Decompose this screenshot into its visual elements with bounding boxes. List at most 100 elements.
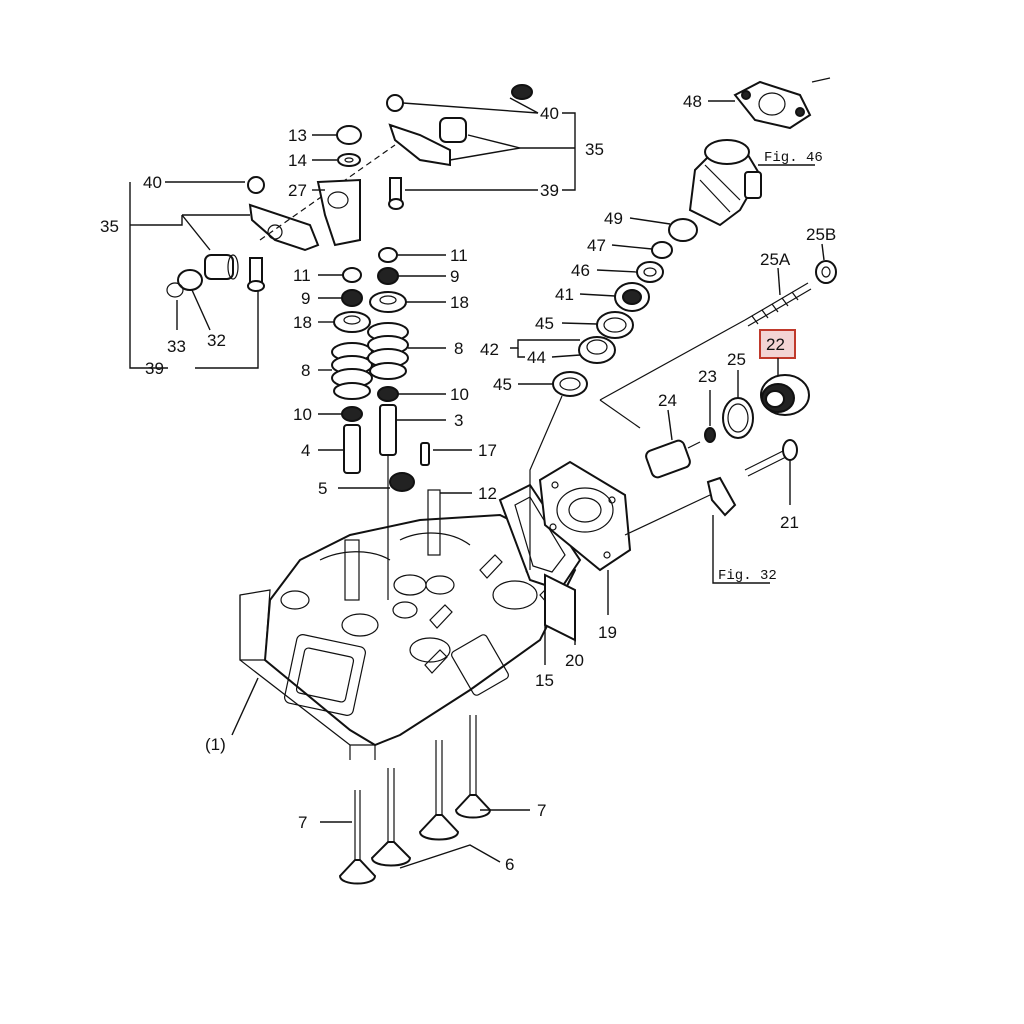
label-p48: 48 <box>683 92 702 111</box>
valve-cap-11-right[interactable] <box>378 247 398 263</box>
nozzle-41[interactable] <box>614 282 650 312</box>
bolt-21[interactable] <box>744 439 798 477</box>
nut-25b[interactable] <box>815 260 837 284</box>
washer-14[interactable] <box>337 153 361 167</box>
label-p20: 20 <box>565 651 584 670</box>
gasket-20[interactable] <box>544 573 576 642</box>
seat-10-left[interactable] <box>341 406 363 422</box>
bush-32[interactable] <box>204 254 239 280</box>
label-p14: 14 <box>288 151 307 170</box>
label-p5: 5 <box>318 479 327 498</box>
label-fig46: Fig. 46 <box>764 150 823 166</box>
label-p7a: 7 <box>298 813 307 832</box>
valve-7-left[interactable] <box>338 790 377 885</box>
stud-25a[interactable] <box>744 282 812 327</box>
label-p33: 33 <box>167 337 186 356</box>
label-p25b: 25B <box>806 225 836 244</box>
label-p41: 41 <box>555 285 574 304</box>
label-fig32: Fig. 32 <box>718 568 777 584</box>
label-p23: 23 <box>698 367 717 386</box>
valve-cap-11-left[interactable] <box>342 267 362 283</box>
part-22-highlight[interactable] <box>759 329 796 359</box>
label-p17: 17 <box>478 441 497 460</box>
valve-spring-8-left[interactable] <box>331 342 373 400</box>
valve-spring-8-right[interactable] <box>367 322 409 380</box>
cylinder-head[interactable] <box>239 489 577 760</box>
seat-10-right[interactable] <box>377 386 399 402</box>
spring-33[interactable] <box>166 269 203 298</box>
label-p10a: 10 <box>293 405 312 424</box>
label-p4: 4 <box>301 441 310 460</box>
label-p40b: 40 <box>540 104 559 123</box>
seal-5[interactable] <box>389 472 415 492</box>
rocker-support-27[interactable] <box>316 178 361 247</box>
washer-47[interactable] <box>651 241 673 259</box>
label-p46: 46 <box>571 261 590 280</box>
label-p39b: 39 <box>540 181 559 200</box>
label-p39a: 39 <box>145 359 164 378</box>
label-p27: 27 <box>288 181 307 200</box>
label-p44: 44 <box>527 348 546 367</box>
label-p18b: 18 <box>450 293 469 312</box>
label-p47: 47 <box>587 236 606 255</box>
label-p42: 42 <box>480 340 499 359</box>
label-p6: 6 <box>505 855 514 874</box>
valve-7-right[interactable] <box>454 715 492 819</box>
label-p8b: 8 <box>454 339 463 358</box>
label-p1: (1) <box>205 735 226 754</box>
rocker-arm-left[interactable] <box>247 176 320 252</box>
label-p24: 24 <box>658 391 677 410</box>
label-p35a: 35 <box>100 217 119 236</box>
label-p25a: 25A <box>760 250 791 269</box>
valve-guide-4[interactable] <box>343 424 361 474</box>
label-p9b: 9 <box>450 267 459 286</box>
label-p49: 49 <box>604 209 623 228</box>
flange-48[interactable] <box>733 80 812 130</box>
cotter-9-right[interactable] <box>377 267 399 285</box>
o-ring-49[interactable] <box>668 218 698 242</box>
label-p12: 12 <box>478 484 497 503</box>
label-p9a: 9 <box>301 289 310 308</box>
bolt-39-right[interactable] <box>388 177 404 210</box>
valve-6-right[interactable] <box>418 740 460 841</box>
label-p32: 32 <box>207 331 226 350</box>
label-p3: 3 <box>454 411 463 430</box>
label-p40a: 40 <box>143 173 162 192</box>
label-p8a: 8 <box>301 361 310 380</box>
bolt-39-left[interactable] <box>247 257 265 292</box>
part-40-top[interactable] <box>511 84 533 100</box>
label-p10b: 10 <box>450 385 469 404</box>
dowel-17[interactable] <box>420 442 430 466</box>
label-p25: 25 <box>727 350 746 369</box>
injector-fig46[interactable] <box>688 139 762 227</box>
sleeve-44[interactable] <box>578 336 616 364</box>
label-p45b: 45 <box>493 375 512 394</box>
bracket-fig32[interactable] <box>706 476 737 517</box>
label-p18a: 18 <box>293 313 312 332</box>
label-p21: 21 <box>780 513 799 532</box>
label-p35b: 35 <box>585 140 604 159</box>
label-p11a: 11 <box>293 266 311 285</box>
o-ring-45-bottom[interactable] <box>552 371 588 397</box>
washer-23[interactable] <box>704 427 716 443</box>
label-p45a: 45 <box>535 314 554 333</box>
label-p7b: 7 <box>537 801 546 820</box>
label-p11b: 11 <box>450 246 468 265</box>
nut-13[interactable] <box>336 125 362 145</box>
housing-19[interactable] <box>538 460 632 572</box>
seal-46[interactable] <box>636 261 664 283</box>
solenoid-24[interactable] <box>644 439 701 479</box>
retainer-18-right[interactable] <box>369 291 407 313</box>
valve-6-left[interactable] <box>370 768 412 867</box>
valve-guide-3[interactable] <box>379 404 397 456</box>
retainer-18-left[interactable] <box>333 311 371 333</box>
gasket-25[interactable] <box>722 397 754 439</box>
label-p22: 22 <box>766 335 785 354</box>
rocker-arm-right[interactable] <box>386 94 467 167</box>
cotter-9-left[interactable] <box>341 289 363 307</box>
label-p19: 19 <box>598 623 617 642</box>
label-p15: 15 <box>535 671 554 690</box>
plug-22[interactable] <box>760 374 810 416</box>
o-ring-45-top[interactable] <box>596 311 634 339</box>
